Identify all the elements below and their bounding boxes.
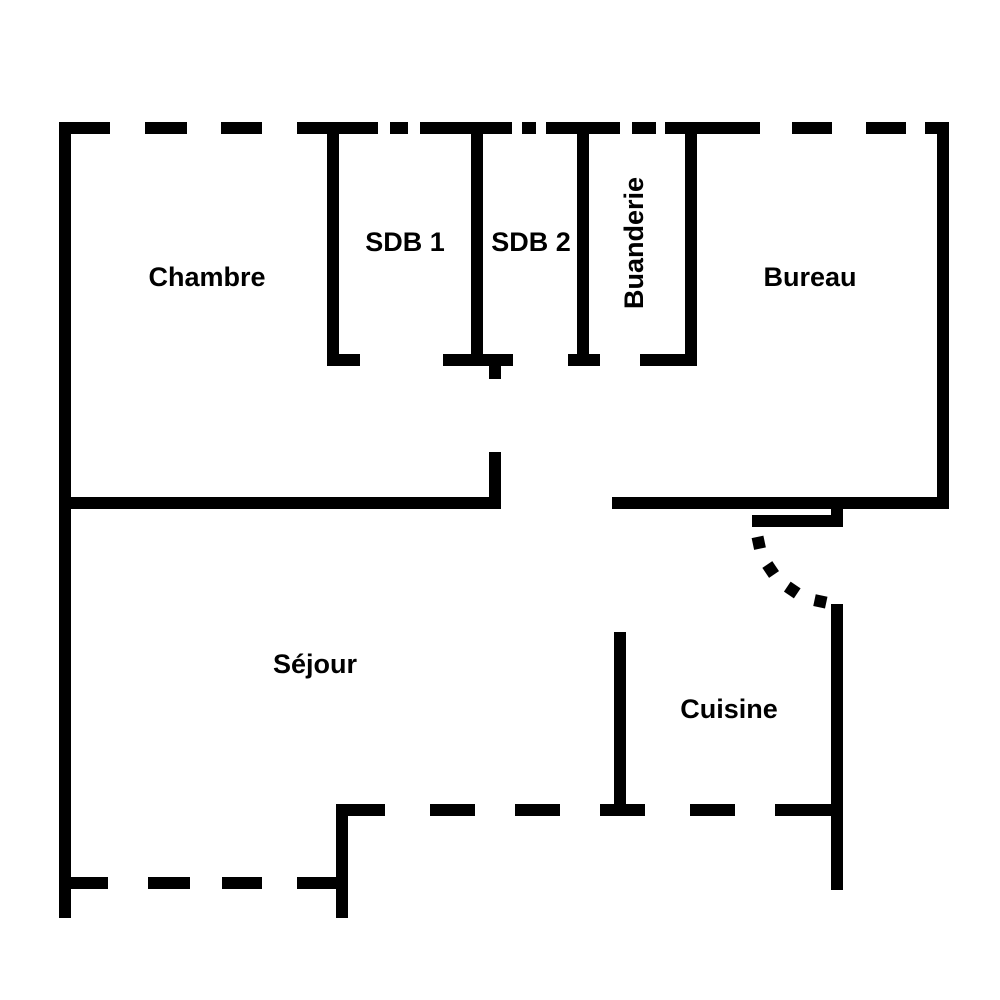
room-label-chambre: Chambre [148, 262, 265, 292]
door-arc-dot [762, 561, 780, 578]
room-label-buanderie: Buanderie [619, 177, 649, 309]
room-label-sdb2: SDB 2 [491, 227, 571, 257]
door-arc-dot [783, 581, 801, 599]
door-arc-dot [751, 535, 766, 550]
room-label-sdb1: SDB 1 [365, 227, 445, 257]
room-label-bureau: Bureau [763, 262, 856, 292]
room-label-cuisine: Cuisine [680, 694, 778, 724]
room-label-sejour: Séjour [273, 649, 358, 679]
door-swing-arc [751, 535, 828, 609]
door-arc-dot [813, 594, 828, 609]
walls [59, 122, 949, 918]
